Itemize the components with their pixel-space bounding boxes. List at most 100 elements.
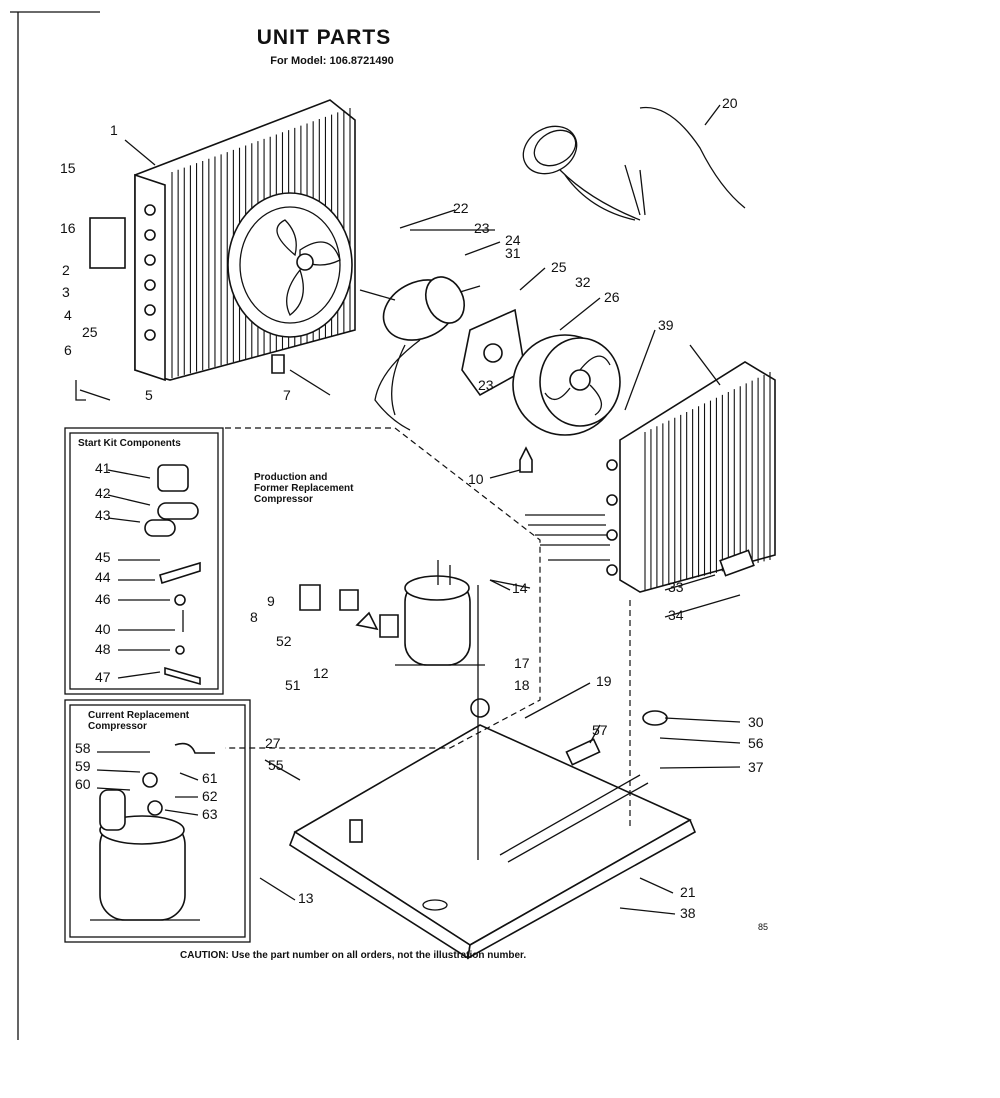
callout-1: 1 — [110, 122, 118, 138]
callout-41: 41 — [95, 460, 111, 476]
leader-line — [96, 787, 131, 791]
callout-60: 60 — [75, 776, 91, 792]
callout-34: 34 — [668, 607, 684, 623]
current-title-line: Current Replacement — [88, 710, 190, 721]
control-bracket — [89, 217, 126, 269]
leader-line — [664, 717, 741, 723]
callout-25: 25 — [82, 324, 98, 340]
callout-51: 51 — [285, 677, 301, 693]
callout-22: 22 — [453, 200, 469, 216]
callout-62: 62 — [202, 788, 218, 804]
callout-48: 48 — [95, 641, 111, 657]
callout-7: 7 — [283, 387, 291, 403]
callout-5: 5 — [145, 387, 153, 403]
leader-line — [639, 877, 674, 894]
leader-line — [289, 369, 331, 396]
production-compressor — [299, 560, 485, 666]
leader-line — [164, 809, 199, 816]
callout-6: 6 — [64, 342, 72, 358]
fan-clip — [271, 354, 285, 374]
current-title: Current Replacement Compressor — [88, 710, 189, 732]
leader-line — [689, 344, 721, 386]
callout-21: 21 — [680, 884, 696, 900]
production-title-line: Compressor — [254, 494, 313, 505]
leader-line — [664, 594, 741, 618]
current-compressor-box — [64, 699, 251, 943]
callout-37: 37 — [748, 759, 764, 775]
callout-61: 61 — [202, 770, 218, 786]
callout-26: 26 — [604, 289, 620, 305]
production-box — [225, 427, 541, 749]
leader-line — [589, 724, 601, 744]
mount-hole — [483, 343, 503, 363]
leader-line — [489, 579, 531, 589]
leader-line — [659, 766, 741, 769]
callout-57: 57 — [592, 722, 608, 738]
callout-14: 14 — [512, 580, 528, 596]
leader-line — [664, 574, 716, 591]
leader-line — [464, 241, 501, 256]
current-compressor — [90, 742, 215, 921]
callout-42: 42 — [95, 485, 111, 501]
callout-43: 43 — [95, 507, 111, 523]
callout-18: 18 — [514, 677, 530, 693]
callout-40: 40 — [95, 621, 111, 637]
leader-line — [107, 469, 151, 479]
callout-63: 63 — [202, 806, 218, 822]
jumper-wire — [639, 106, 746, 209]
callout-17: 17 — [514, 655, 530, 671]
leader-line — [704, 104, 721, 126]
callout-2: 2 — [62, 262, 70, 278]
fan-motor — [359, 276, 481, 431]
callout-58: 58 — [75, 740, 91, 756]
condenser-coil — [525, 361, 776, 593]
leader-line — [489, 579, 511, 591]
leader-line — [619, 907, 676, 915]
callout-24: 24 — [505, 232, 521, 248]
callout-23: 23 — [474, 220, 490, 236]
leader-line — [264, 759, 301, 781]
production-title: Production and Former Replacement Compre… — [254, 472, 353, 505]
caution-note: CAUTION: Use the part number on all orde… — [180, 950, 527, 961]
power-cord — [522, 125, 646, 221]
condenser-fan — [512, 334, 621, 436]
callout-39: 39 — [658, 317, 674, 333]
diagram-title: UNIT PARTS — [256, 26, 392, 49]
leader-line — [489, 469, 521, 479]
grommet — [519, 446, 533, 473]
callout-8: 8 — [250, 609, 258, 625]
corner-stamp: 85 — [758, 922, 769, 932]
leader-line — [107, 494, 151, 506]
callout-46: 46 — [95, 591, 111, 607]
filter-block — [719, 549, 755, 577]
callout-16: 16 — [60, 220, 76, 236]
callout-23: 23 — [478, 377, 494, 393]
callout-47: 47 — [95, 669, 111, 685]
leader-line — [519, 267, 546, 291]
blower-wheel — [227, 192, 353, 338]
production-title-line: Former Replacement — [254, 483, 354, 494]
callout-52: 52 — [276, 633, 292, 649]
bracket-clip — [75, 380, 86, 401]
callout-15: 15 — [60, 160, 76, 176]
callout-32: 32 — [575, 274, 591, 290]
leader-lines — [79, 104, 741, 915]
callout-38: 38 — [680, 905, 696, 921]
callout-33: 33 — [668, 579, 684, 595]
production-title-line: Production and — [254, 472, 328, 483]
leader-line — [659, 737, 741, 744]
drain-plug — [642, 710, 668, 726]
callout-30: 30 — [748, 714, 764, 730]
start-kit-title: Start Kit Components — [78, 438, 181, 449]
callout-3: 3 — [62, 284, 70, 300]
callout-59: 59 — [75, 758, 91, 774]
leader-line — [399, 209, 456, 229]
callout-12: 12 — [313, 665, 329, 681]
callout-10: 10 — [468, 471, 484, 487]
callout-31: 31 — [505, 245, 521, 261]
start-kit-parts — [144, 464, 201, 686]
leader-line — [124, 139, 156, 166]
